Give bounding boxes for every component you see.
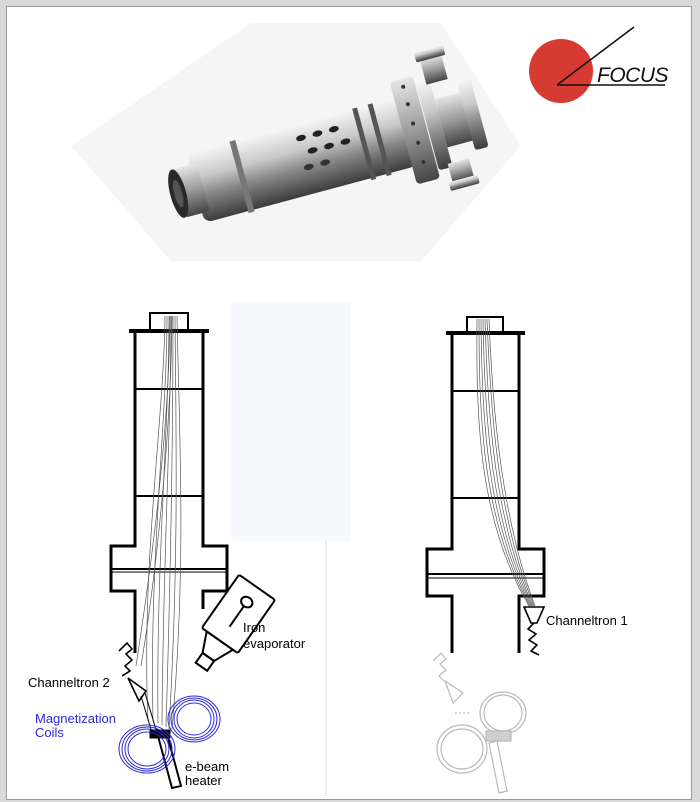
- label-heater: heater: [185, 773, 222, 788]
- label-channeltron-1: Channeltron 1: [546, 613, 628, 628]
- analyzer-device-photo: [168, 45, 488, 221]
- left-diagram: [109, 312, 276, 790]
- label-ebeam: e-beam: [185, 759, 230, 774]
- ghost-diagram: [432, 652, 527, 794]
- label-channeltron-2: Channeltron 2: [28, 675, 110, 690]
- label-coils: Coils: [35, 725, 64, 740]
- logo-lines: [556, 26, 665, 86]
- right-diagram: [425, 316, 546, 656]
- document-page: FOCUS Iron evaporator Channeltron 2 Chan…: [6, 6, 692, 800]
- label-evaporator: evaporator: [243, 636, 306, 651]
- label-magnetization: Magnetization: [35, 711, 116, 726]
- logo-text: FOCUS: [597, 64, 669, 87]
- diagram-artwork: [71, 23, 665, 796]
- logo-circle: [529, 39, 593, 103]
- backdrop-panel: [231, 301, 351, 541]
- label-iron: Iron: [243, 620, 266, 635]
- magnetization-coils: [118, 695, 221, 774]
